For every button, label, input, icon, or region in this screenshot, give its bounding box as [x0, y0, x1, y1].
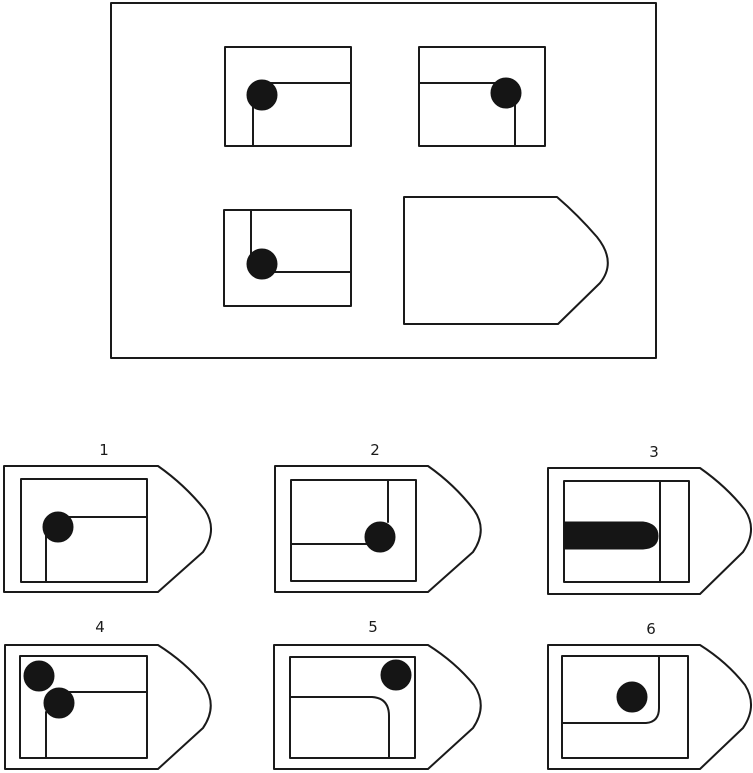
black-dot	[490, 77, 522, 109]
black-dot	[364, 521, 396, 553]
corner-lines	[45, 516, 147, 582]
inner-frame	[20, 478, 148, 583]
inner-frame	[289, 656, 416, 759]
option-number: 6	[646, 620, 656, 638]
answer-options[interactable]: 1 2 3 4	[3, 441, 752, 770]
option-number: 1	[99, 441, 109, 459]
pentagon-outline	[273, 644, 482, 770]
black-dot-upper	[23, 660, 55, 692]
pentagon-outline	[274, 465, 482, 593]
pentagon-outline	[547, 644, 752, 770]
pentagon-outline	[3, 465, 212, 593]
pentagon-outline	[4, 644, 212, 770]
curved-corner-line	[290, 696, 390, 758]
option-number: 5	[368, 618, 378, 636]
matrix-cell-top-left	[224, 46, 352, 147]
option-3[interactable]: 3	[547, 443, 752, 595]
black-dot	[246, 248, 278, 280]
inner-frame	[19, 655, 148, 759]
pentagon-outline	[547, 467, 752, 595]
corner-lines	[291, 480, 389, 545]
option-number: 2	[370, 441, 380, 459]
option-2[interactable]: 2	[274, 441, 482, 593]
black-dot	[42, 511, 74, 543]
matrix-cell-top-right	[418, 46, 546, 147]
option-number: 3	[649, 443, 659, 461]
curved-corner-line	[562, 656, 660, 724]
option-number: 4	[95, 618, 105, 636]
missing-answer-slot	[403, 196, 609, 325]
option-5[interactable]: 5	[273, 618, 482, 770]
black-bar	[563, 521, 659, 550]
matrix-cell-bottom-left	[223, 209, 352, 307]
inner-frame	[290, 479, 417, 582]
black-dot	[246, 79, 278, 111]
question-matrix	[110, 2, 657, 359]
cell-frame	[418, 46, 546, 147]
inner-frame	[561, 655, 689, 759]
option-6[interactable]: 6	[547, 620, 752, 770]
black-dot	[616, 681, 648, 713]
cell-frame	[224, 46, 352, 147]
corner-lines	[250, 210, 351, 273]
black-dot-lower	[43, 687, 75, 719]
option-4[interactable]: 4	[4, 618, 212, 770]
cell-frame	[223, 209, 352, 307]
option-1[interactable]: 1	[3, 441, 212, 593]
black-dot	[380, 659, 412, 691]
matrix-frame	[110, 2, 657, 359]
